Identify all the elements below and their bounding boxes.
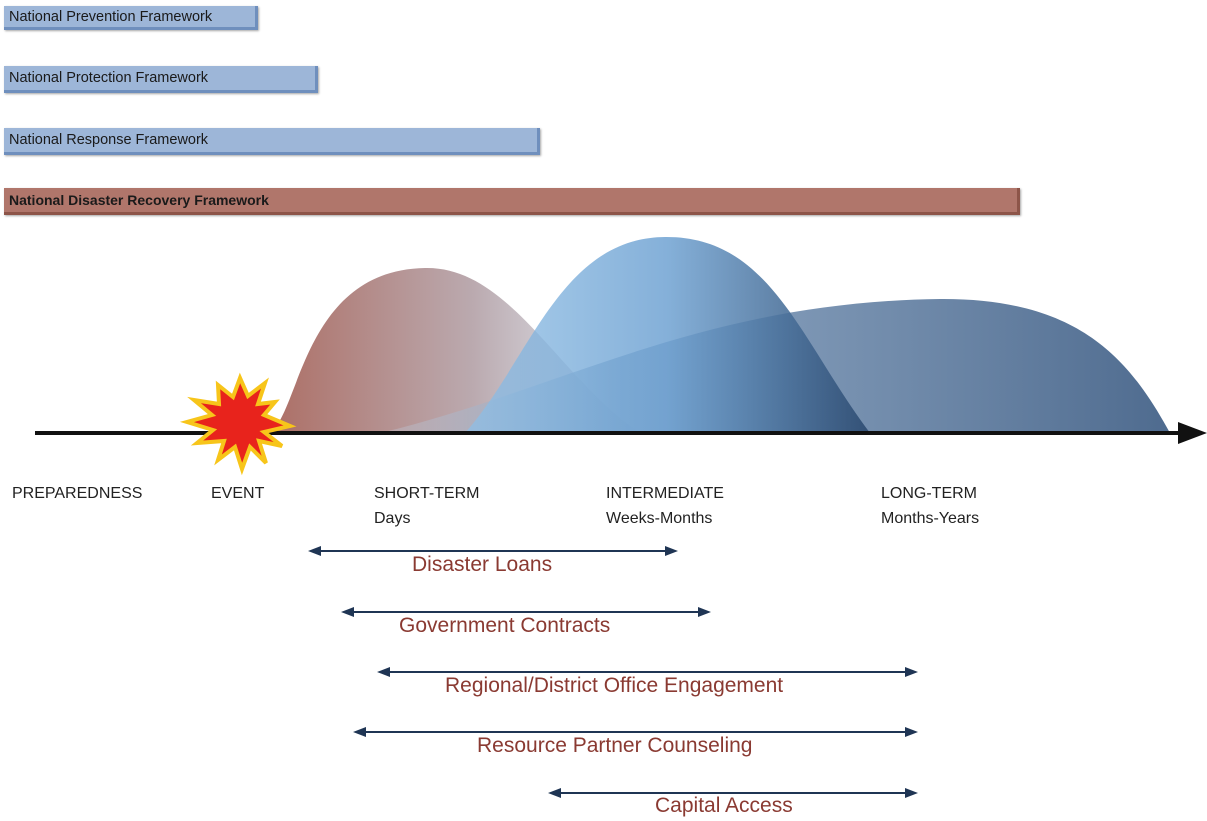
arrow-resource-partner-counseling — [353, 727, 918, 737]
event-burst-icon — [179, 372, 297, 476]
arrow-disaster-loans — [308, 546, 678, 556]
program-label-resource-partner-counseling: Resource Partner Counseling — [477, 734, 753, 757]
arrow-capital-access — [548, 788, 918, 798]
program-label-disaster-loans: Disaster Loans — [412, 553, 553, 576]
phase-subtitle: Months-Years — [881, 510, 980, 527]
phase-subtitle: Weeks-Months — [606, 510, 713, 527]
intermediate-curve — [465, 236, 870, 433]
program-label-government-contracts: Government Contracts — [399, 614, 611, 637]
phase-intermediate: INTERMEDIATE Weeks-Months — [606, 481, 724, 531]
framework-bar-disaster-recovery: National Disaster Recovery Framework — [4, 188, 1020, 215]
framework-bar-response: National Response Framework — [4, 128, 540, 155]
timeline-arrowhead — [1178, 422, 1207, 444]
phase-title: LONG-TERM — [881, 485, 977, 502]
program-label-regional-district-office: Regional/District Office Engagement — [445, 674, 784, 697]
phase-title: SHORT-TERM — [374, 485, 480, 502]
phase-event: EVENT — [211, 481, 264, 506]
phase-title: PREPAREDNESS — [12, 485, 143, 502]
framework-bar-prevention: National Prevention Framework — [4, 6, 258, 30]
framework-label: National Protection Framework — [9, 70, 209, 86]
program-label-capital-access: Capital Access — [655, 794, 793, 817]
framework-bar-protection: National Protection Framework — [4, 66, 318, 93]
framework-label: National Disaster Recovery Framework — [9, 192, 269, 208]
phase-long-term: LONG-TERM Months-Years — [881, 481, 979, 531]
arrow-regional-district-office — [377, 667, 918, 677]
phase-title: INTERMEDIATE — [606, 485, 724, 502]
phase-subtitle: Days — [374, 510, 411, 527]
arrow-government-contracts — [341, 607, 711, 617]
framework-label: National Response Framework — [9, 132, 209, 148]
phase-title: EVENT — [211, 485, 265, 502]
framework-label: National Prevention Framework — [9, 8, 213, 25]
phase-short-term: SHORT-TERM Days — [374, 481, 479, 531]
phase-preparedness: PREPAREDNESS — [12, 481, 142, 506]
